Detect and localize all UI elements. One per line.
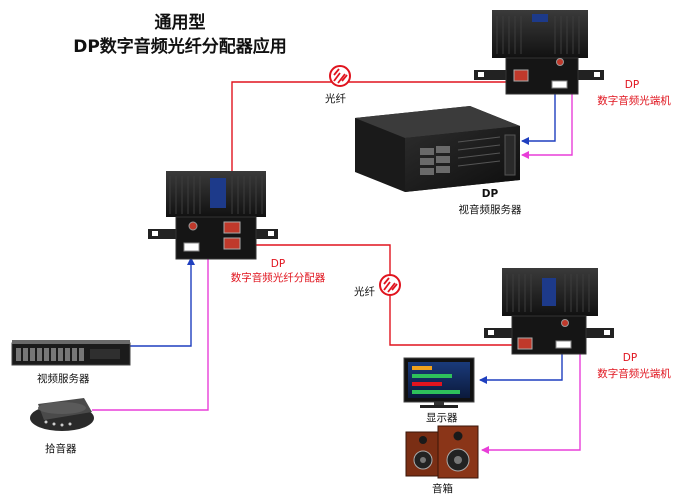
dp-audio-fiber-receiver-top [474, 10, 604, 95]
receiver-top-model: DP [624, 79, 640, 91]
diagram-title-line1: 通用型 [154, 13, 206, 33]
brand-label [210, 178, 226, 208]
audio-in-port [188, 221, 198, 231]
audio-out-port [556, 58, 564, 66]
video-link-receiver-bottom-to-display [479, 352, 563, 384]
microphone-pickup [30, 398, 94, 431]
hdmi-port [551, 80, 568, 89]
display-label: 显示器 [426, 412, 458, 424]
av-server-model: DP [481, 188, 499, 200]
fiber-label-top: 光纤 [325, 93, 346, 105]
microphone-label: 拾音器 [45, 443, 77, 455]
av-server-name: 视音频服务器 [458, 204, 522, 216]
av-server-chassis [355, 106, 520, 192]
brand-label [542, 278, 556, 306]
distributor-model: DP [270, 258, 286, 270]
brand-label [532, 14, 548, 22]
rack-video-server [11, 340, 131, 366]
video-link-receiver-top-to-av-server [521, 90, 556, 145]
receiver-bottom-model: DP [622, 352, 638, 364]
distributor-name: 数字音频光纤分配器 [230, 272, 326, 284]
hdmi-port [183, 242, 200, 252]
display-monitor [403, 357, 475, 408]
speaker-left [405, 431, 441, 477]
fiber-label-bottom: 光纤 [354, 286, 375, 298]
diagram-title-line2: DP数字音频光纤分配器应用 [73, 37, 287, 57]
dp-audio-fiber-receiver-bottom [484, 268, 614, 355]
fiber-coil-icon [379, 274, 401, 296]
video-server-label: 视频服务器 [37, 373, 90, 385]
receiver-bottom-name: 数字音频光端机 [597, 368, 671, 380]
video-link-server-to-distributor [130, 257, 195, 347]
fiber-coil-icon [329, 65, 351, 87]
receiver-top-name: 数字音频光端机 [597, 95, 671, 107]
audio-out-port [561, 319, 569, 327]
speakers-label: 音箱 [432, 483, 453, 495]
dp-audio-fiber-distributor [148, 171, 278, 260]
optical-out-port [223, 221, 241, 234]
optical-in-port [517, 337, 533, 350]
optical-out-port [223, 237, 241, 250]
speaker-right [437, 425, 479, 479]
optical-in-port [513, 69, 529, 82]
hdmi-port [555, 340, 572, 349]
